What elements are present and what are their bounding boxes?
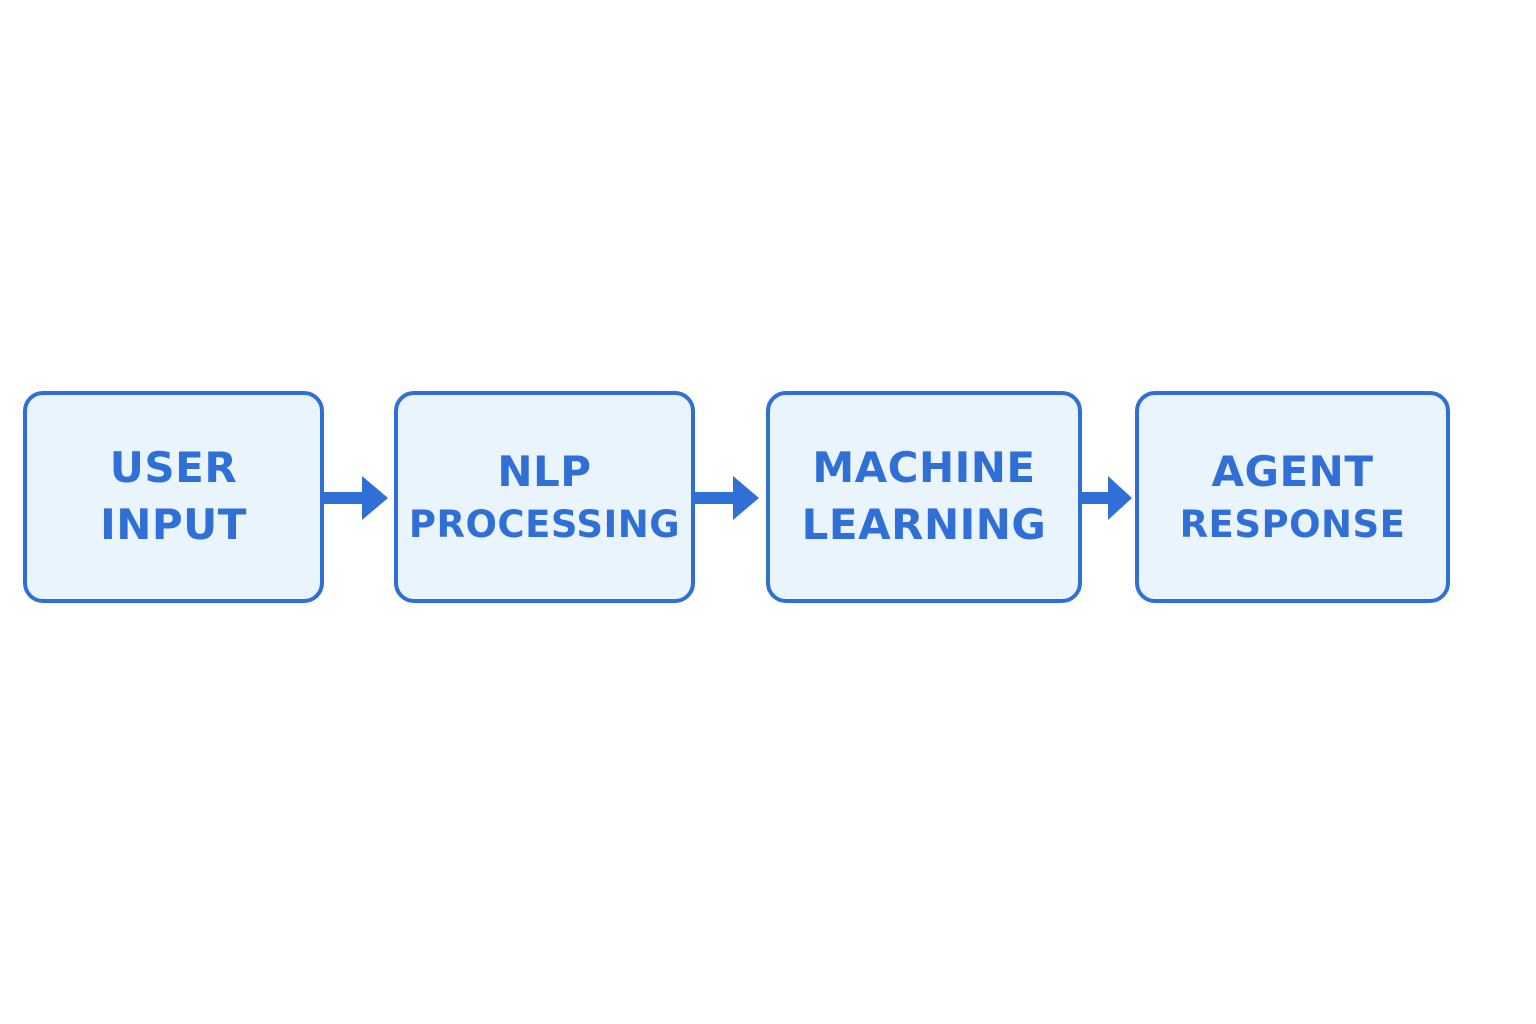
arrow-right-icon bbox=[695, 476, 759, 520]
node-label-line1: AGENT bbox=[1211, 446, 1374, 496]
arrow-right-icon bbox=[324, 476, 388, 520]
node-agent-response: AGENT RESPONSE bbox=[1135, 391, 1450, 603]
node-machine-learning: MACHINE LEARNING bbox=[766, 391, 1082, 603]
node-label-line2: LEARNING bbox=[801, 500, 1047, 549]
node-label-line1: NLP bbox=[497, 446, 592, 496]
node-label-line1: MACHINE bbox=[812, 443, 1036, 493]
node-label-line2: RESPONSE bbox=[1179, 503, 1406, 547]
node-label-line2: INPUT bbox=[100, 500, 247, 549]
arrow-right-icon bbox=[1082, 476, 1132, 520]
node-label-line1: USER bbox=[109, 443, 238, 493]
node-label-line2: PROCESSING bbox=[408, 503, 681, 547]
node-user-input: USER INPUT bbox=[23, 391, 324, 603]
node-nlp-processing: NLP PROCESSING bbox=[394, 391, 695, 603]
